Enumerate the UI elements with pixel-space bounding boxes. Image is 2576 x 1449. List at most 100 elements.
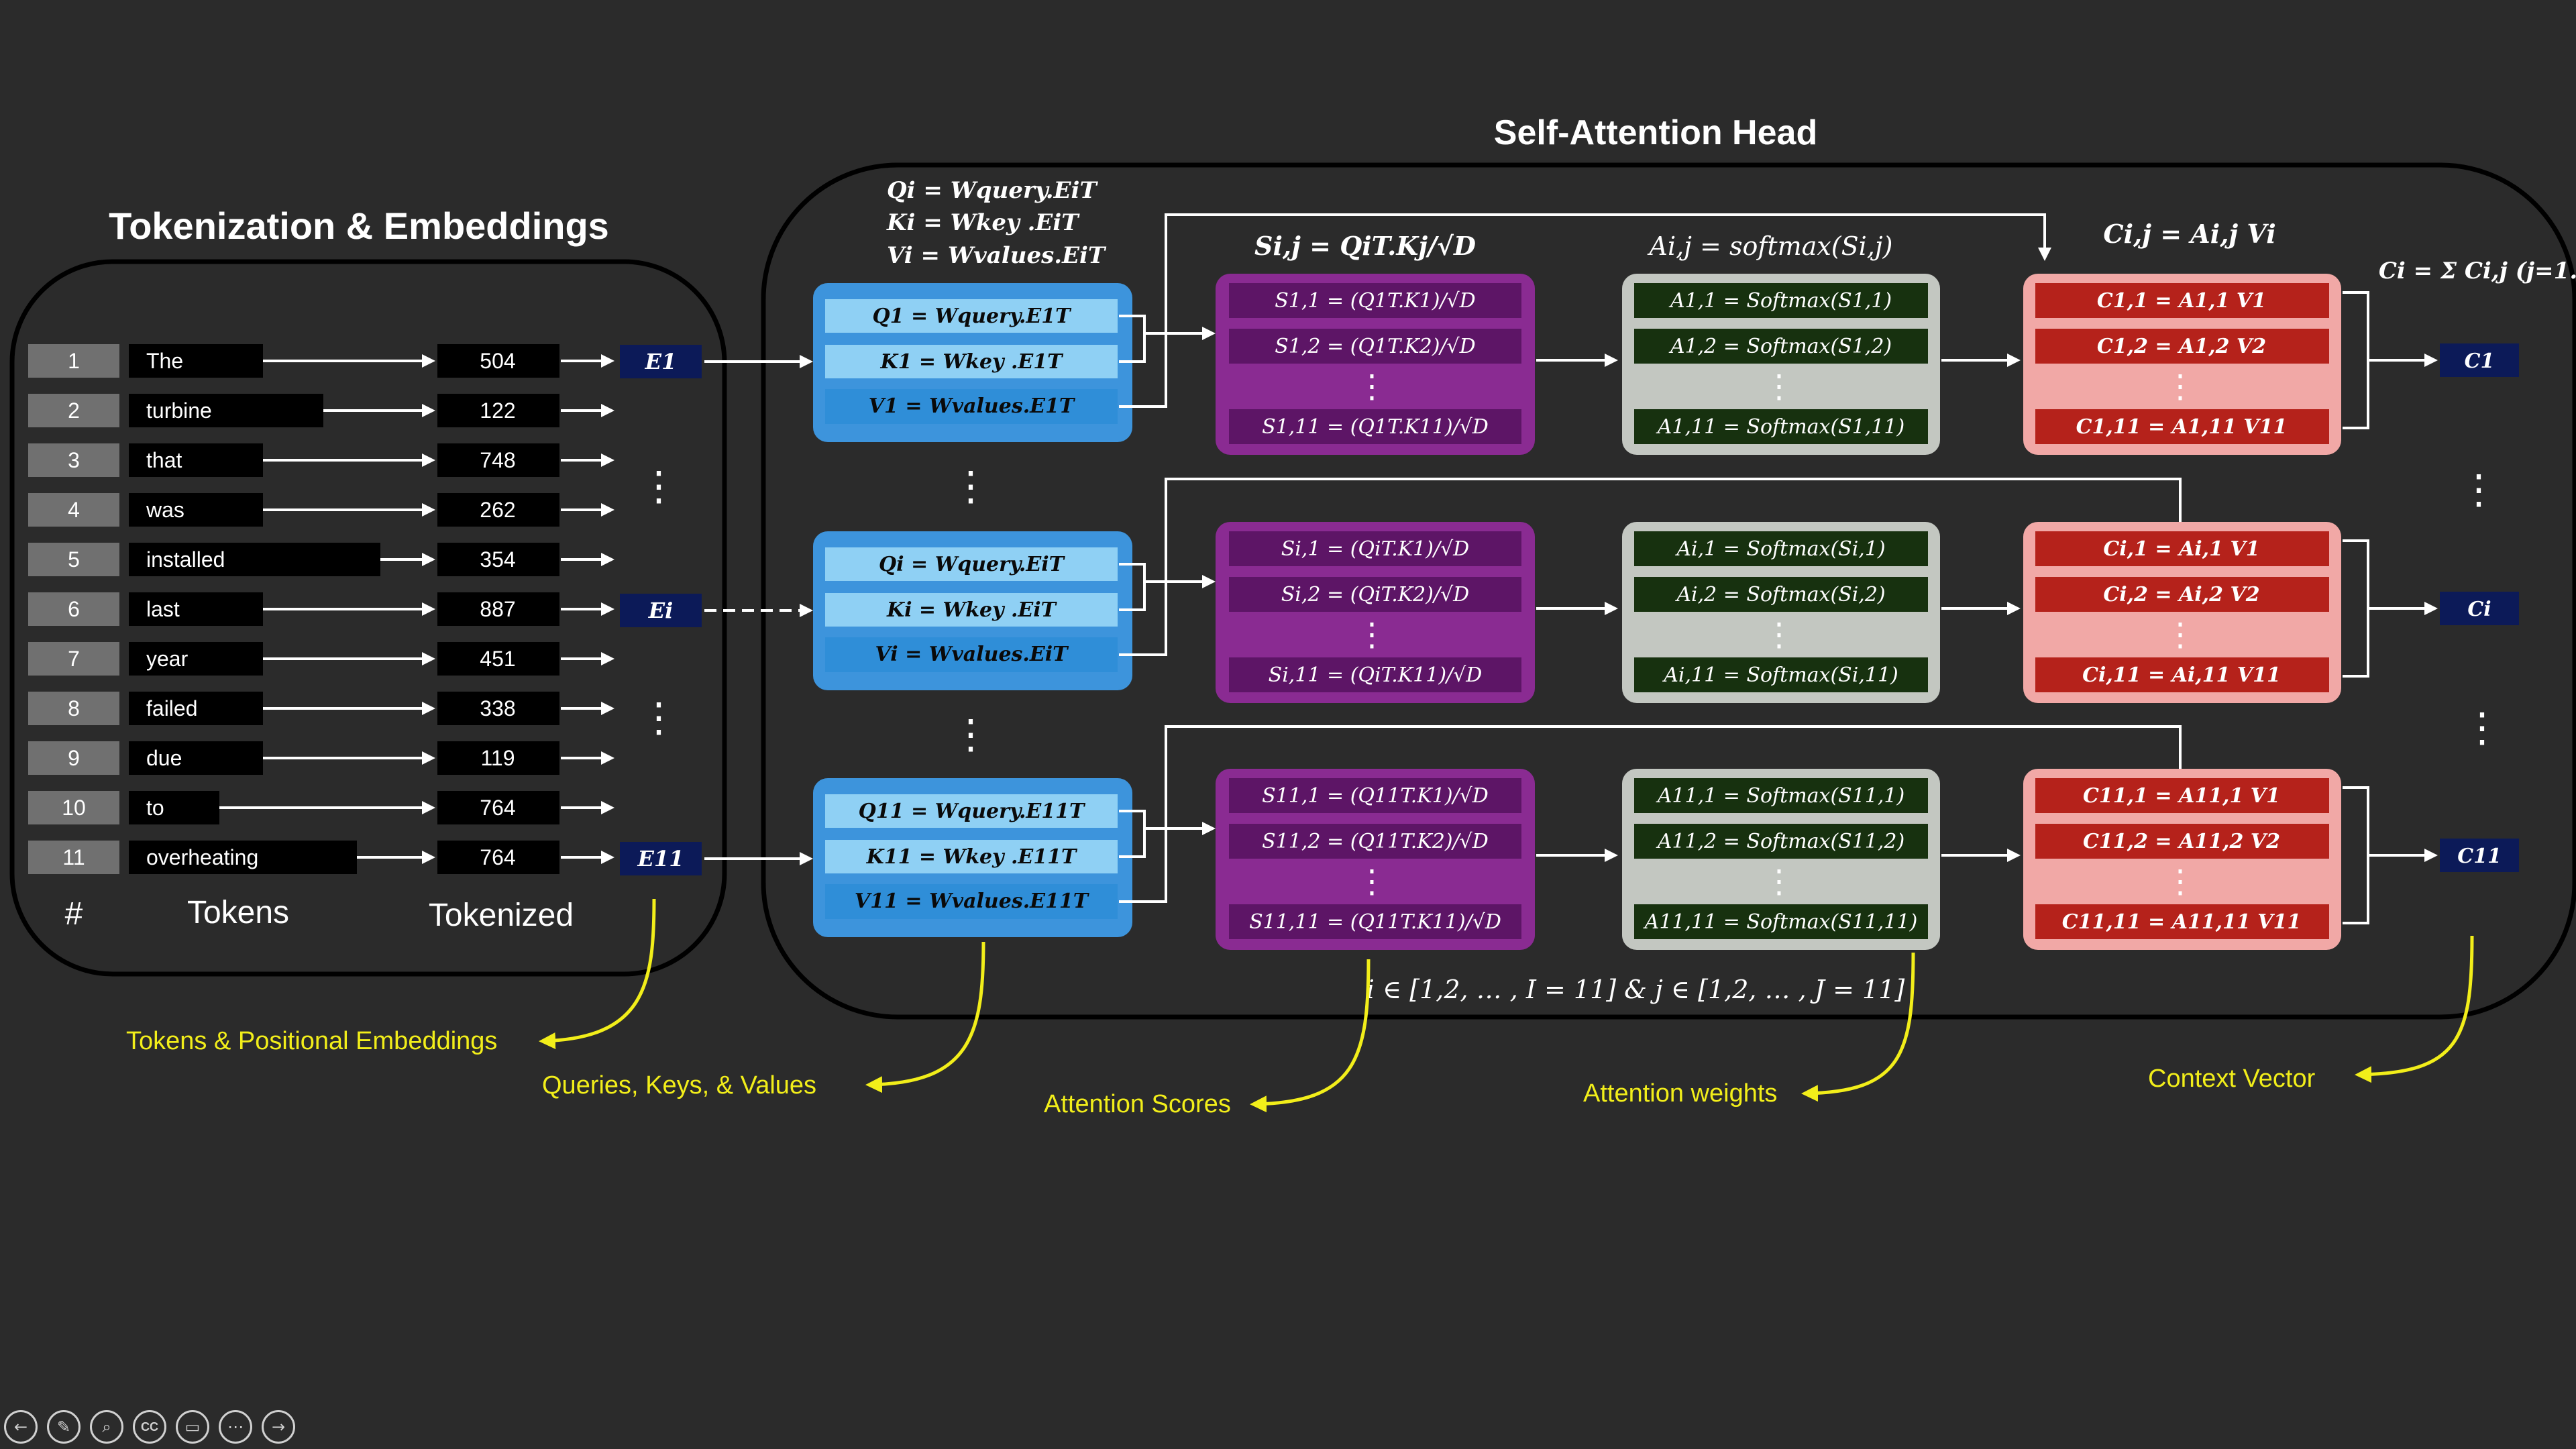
- token-index-cell: [28, 741, 119, 775]
- output-vector-label: Ci: [2467, 598, 2491, 621]
- token-index: 6: [68, 597, 80, 621]
- token-index-cell: [28, 841, 119, 874]
- context-cell: [2035, 531, 2329, 566]
- token-text: to: [146, 796, 164, 820]
- embedding-label-11: E11: [637, 846, 684, 871]
- context-ellipsis: ⋮: [2164, 369, 2196, 405]
- output-ellipsis-1: ⋮: [2459, 467, 2499, 512]
- context-cell: [2035, 329, 2329, 364]
- embedding-ellipsis-lower: ⋮: [639, 695, 679, 740]
- key-formula: K11 = Wkey .E11T: [866, 845, 1078, 869]
- token-id-cell: [437, 344, 559, 378]
- callout-qkv: Queries, Keys, & Values: [542, 1071, 816, 1099]
- token-id-cell: [437, 692, 559, 725]
- weight-cell: [1634, 824, 1928, 859]
- token-index: 10: [62, 796, 86, 820]
- weight-formula: A1,11 = Softmax(S1,11): [1656, 415, 1904, 439]
- token-id-cell: [437, 592, 559, 626]
- token-cell: [129, 443, 263, 477]
- score-formula: Si,1 = (QiT.K1)/√D: [1281, 537, 1470, 561]
- embedding-vector-11: [620, 842, 702, 875]
- context-cell: [2035, 904, 2329, 939]
- token-text: was: [146, 498, 184, 522]
- token-text: due: [146, 746, 182, 770]
- token-id: 748: [480, 448, 515, 472]
- forward-arrow-icon[interactable]: →: [262, 1410, 295, 1444]
- token-text: overheating: [146, 845, 258, 869]
- score-formula: Si,11 = (QiT.K11)/√D: [1269, 663, 1483, 687]
- token-id: 451: [480, 647, 515, 671]
- attention-head-frame: [761, 162, 2576, 1020]
- token-id: 887: [480, 597, 515, 621]
- score-cell: [1229, 409, 1521, 444]
- token-id: 764: [480, 845, 515, 869]
- token-text: The: [146, 349, 183, 373]
- token-text: failed: [146, 696, 198, 720]
- qk-bracket: [1119, 315, 1146, 363]
- token-index: 9: [68, 746, 80, 770]
- key-header-formula: Ki = Wkey .EiT: [886, 209, 1080, 236]
- context-formula: C1,1 = A1,1 V1: [2097, 289, 2266, 313]
- context-formula: C11,2 = A11,2 V2: [2083, 830, 2280, 853]
- token-id: 338: [480, 696, 515, 720]
- presentation-toolbar: ← ✎ ⌕ CC ▭ ⋯ →: [4, 1410, 295, 1444]
- token-text: turbine: [146, 398, 212, 423]
- context-formula: Ci,2 = Ai,2 V2: [2103, 583, 2259, 606]
- context-formula: Ci,11 = Ai,11 V11: [2082, 663, 2281, 687]
- zoom-icon[interactable]: ⌕: [90, 1410, 123, 1444]
- callout-arrow-weights: [1801, 952, 1915, 1102]
- output-vector-i: [2440, 592, 2519, 625]
- score-formula: Si,2 = (QiT.K2)/√D: [1281, 583, 1470, 606]
- score-formula: S11,1 = (Q11T.K1)/√D: [1262, 784, 1489, 808]
- callout-arrow-qkv: [865, 941, 985, 1093]
- camera-icon[interactable]: ▭: [176, 1410, 209, 1444]
- weights-ellipsis: ⋮: [1763, 369, 1795, 405]
- token-index: 8: [68, 696, 80, 720]
- attention-head-title: Self-Attention Head: [1494, 113, 1817, 152]
- query-cell: [825, 299, 1118, 333]
- weight-formula: A1,2 = Softmax(S1,2): [1668, 335, 1892, 358]
- callout-arrow-scores: [1250, 959, 1371, 1113]
- token-cell: [129, 543, 380, 576]
- tokens-column-header: Tokens: [187, 895, 289, 930]
- context-cell: [2035, 283, 2329, 318]
- token-index-cell: [28, 443, 119, 477]
- sum-bracket: [2343, 291, 2369, 429]
- token-index-cell: [28, 344, 119, 378]
- more-icon[interactable]: ⋯: [219, 1410, 252, 1444]
- token-index: 11: [62, 845, 85, 869]
- token-id: 504: [480, 349, 515, 373]
- scores-ellipsis: ⋮: [1356, 369, 1388, 405]
- token-index-cell: [28, 642, 119, 676]
- value-cell: [825, 884, 1118, 919]
- output-ellipsis-2: ⋮: [2462, 705, 2502, 750]
- token-index-cell: [28, 543, 119, 576]
- token-id-cell: [437, 741, 559, 775]
- weight-formula: A11,1 = Softmax(S11,1): [1656, 784, 1904, 808]
- context-cell: [2035, 824, 2329, 859]
- weight-cell: [1634, 577, 1928, 612]
- context-cell: [2035, 778, 2329, 813]
- embedding-label-i: Ei: [648, 598, 674, 623]
- context-header-formula: Ci,j = Ai,j Vi: [2103, 219, 2275, 249]
- value-header-formula: Vi = Wvalues.EiT: [887, 242, 1107, 269]
- context-formula: Ci,1 = Ai,1 V1: [2103, 537, 2259, 561]
- scores-ellipsis: ⋮: [1356, 617, 1388, 653]
- token-id-cell: [437, 791, 559, 824]
- key-cell: [825, 345, 1118, 378]
- context-ellipsis: ⋮: [2164, 864, 2196, 900]
- token-cell: [129, 642, 263, 676]
- callout-scores: Attention Scores: [1044, 1090, 1231, 1118]
- key-cell: [825, 840, 1118, 873]
- context-formula: C11,11 = A11,11 V11: [2062, 910, 2302, 934]
- back-arrow-icon[interactable]: ←: [4, 1410, 38, 1444]
- callout-arrow-embeddings: [539, 898, 656, 1049]
- captions-icon[interactable]: CC: [133, 1410, 166, 1444]
- pen-icon[interactable]: ✎: [47, 1410, 80, 1444]
- value-route-arrow: [1119, 213, 2051, 408]
- callout-arrow-context: [2355, 935, 2474, 1083]
